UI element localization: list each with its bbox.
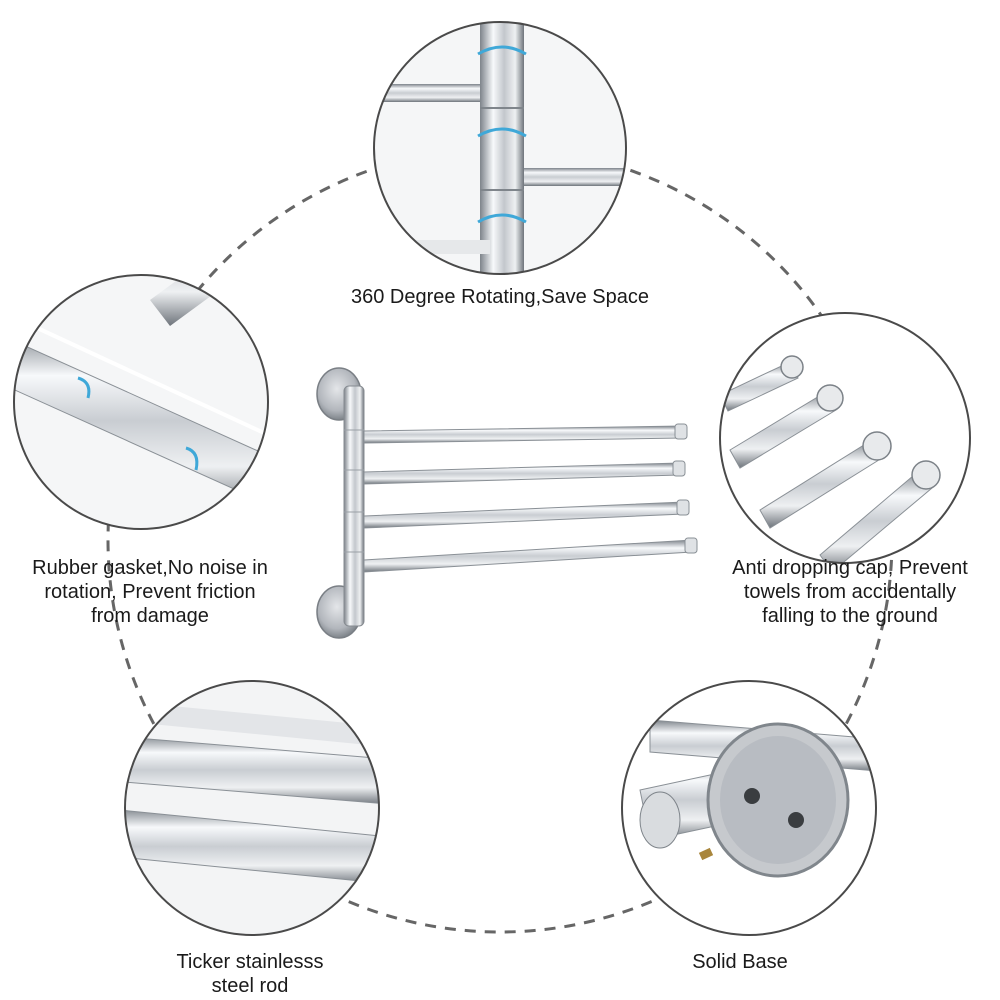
towel-rack-main <box>316 367 698 639</box>
caption-cap: Anti dropping cap, Prevent towels from a… <box>732 557 968 627</box>
cap-detail-callout <box>719 312 971 564</box>
rotation-detail-callout <box>373 21 627 275</box>
caption-rotating: 360 Degree Rotating,Save Space <box>351 286 649 308</box>
rod-detail-callout <box>124 680 380 936</box>
gasket-detail-callout <box>13 274 269 530</box>
caption-base: Solid Base <box>692 951 788 973</box>
gasket-ring-icon <box>77 376 199 471</box>
caption-rod: Ticker stainlesss steel rod <box>176 951 324 997</box>
end-cap-icon <box>780 355 941 490</box>
mounting-base-icon <box>698 722 850 878</box>
base-detail-callout <box>621 680 877 936</box>
rotate-arrows-icon <box>477 45 527 224</box>
steel-rod-icon <box>125 700 379 886</box>
caption-gasket: Rubber gasket,No noise in rotation, Prev… <box>32 557 268 627</box>
